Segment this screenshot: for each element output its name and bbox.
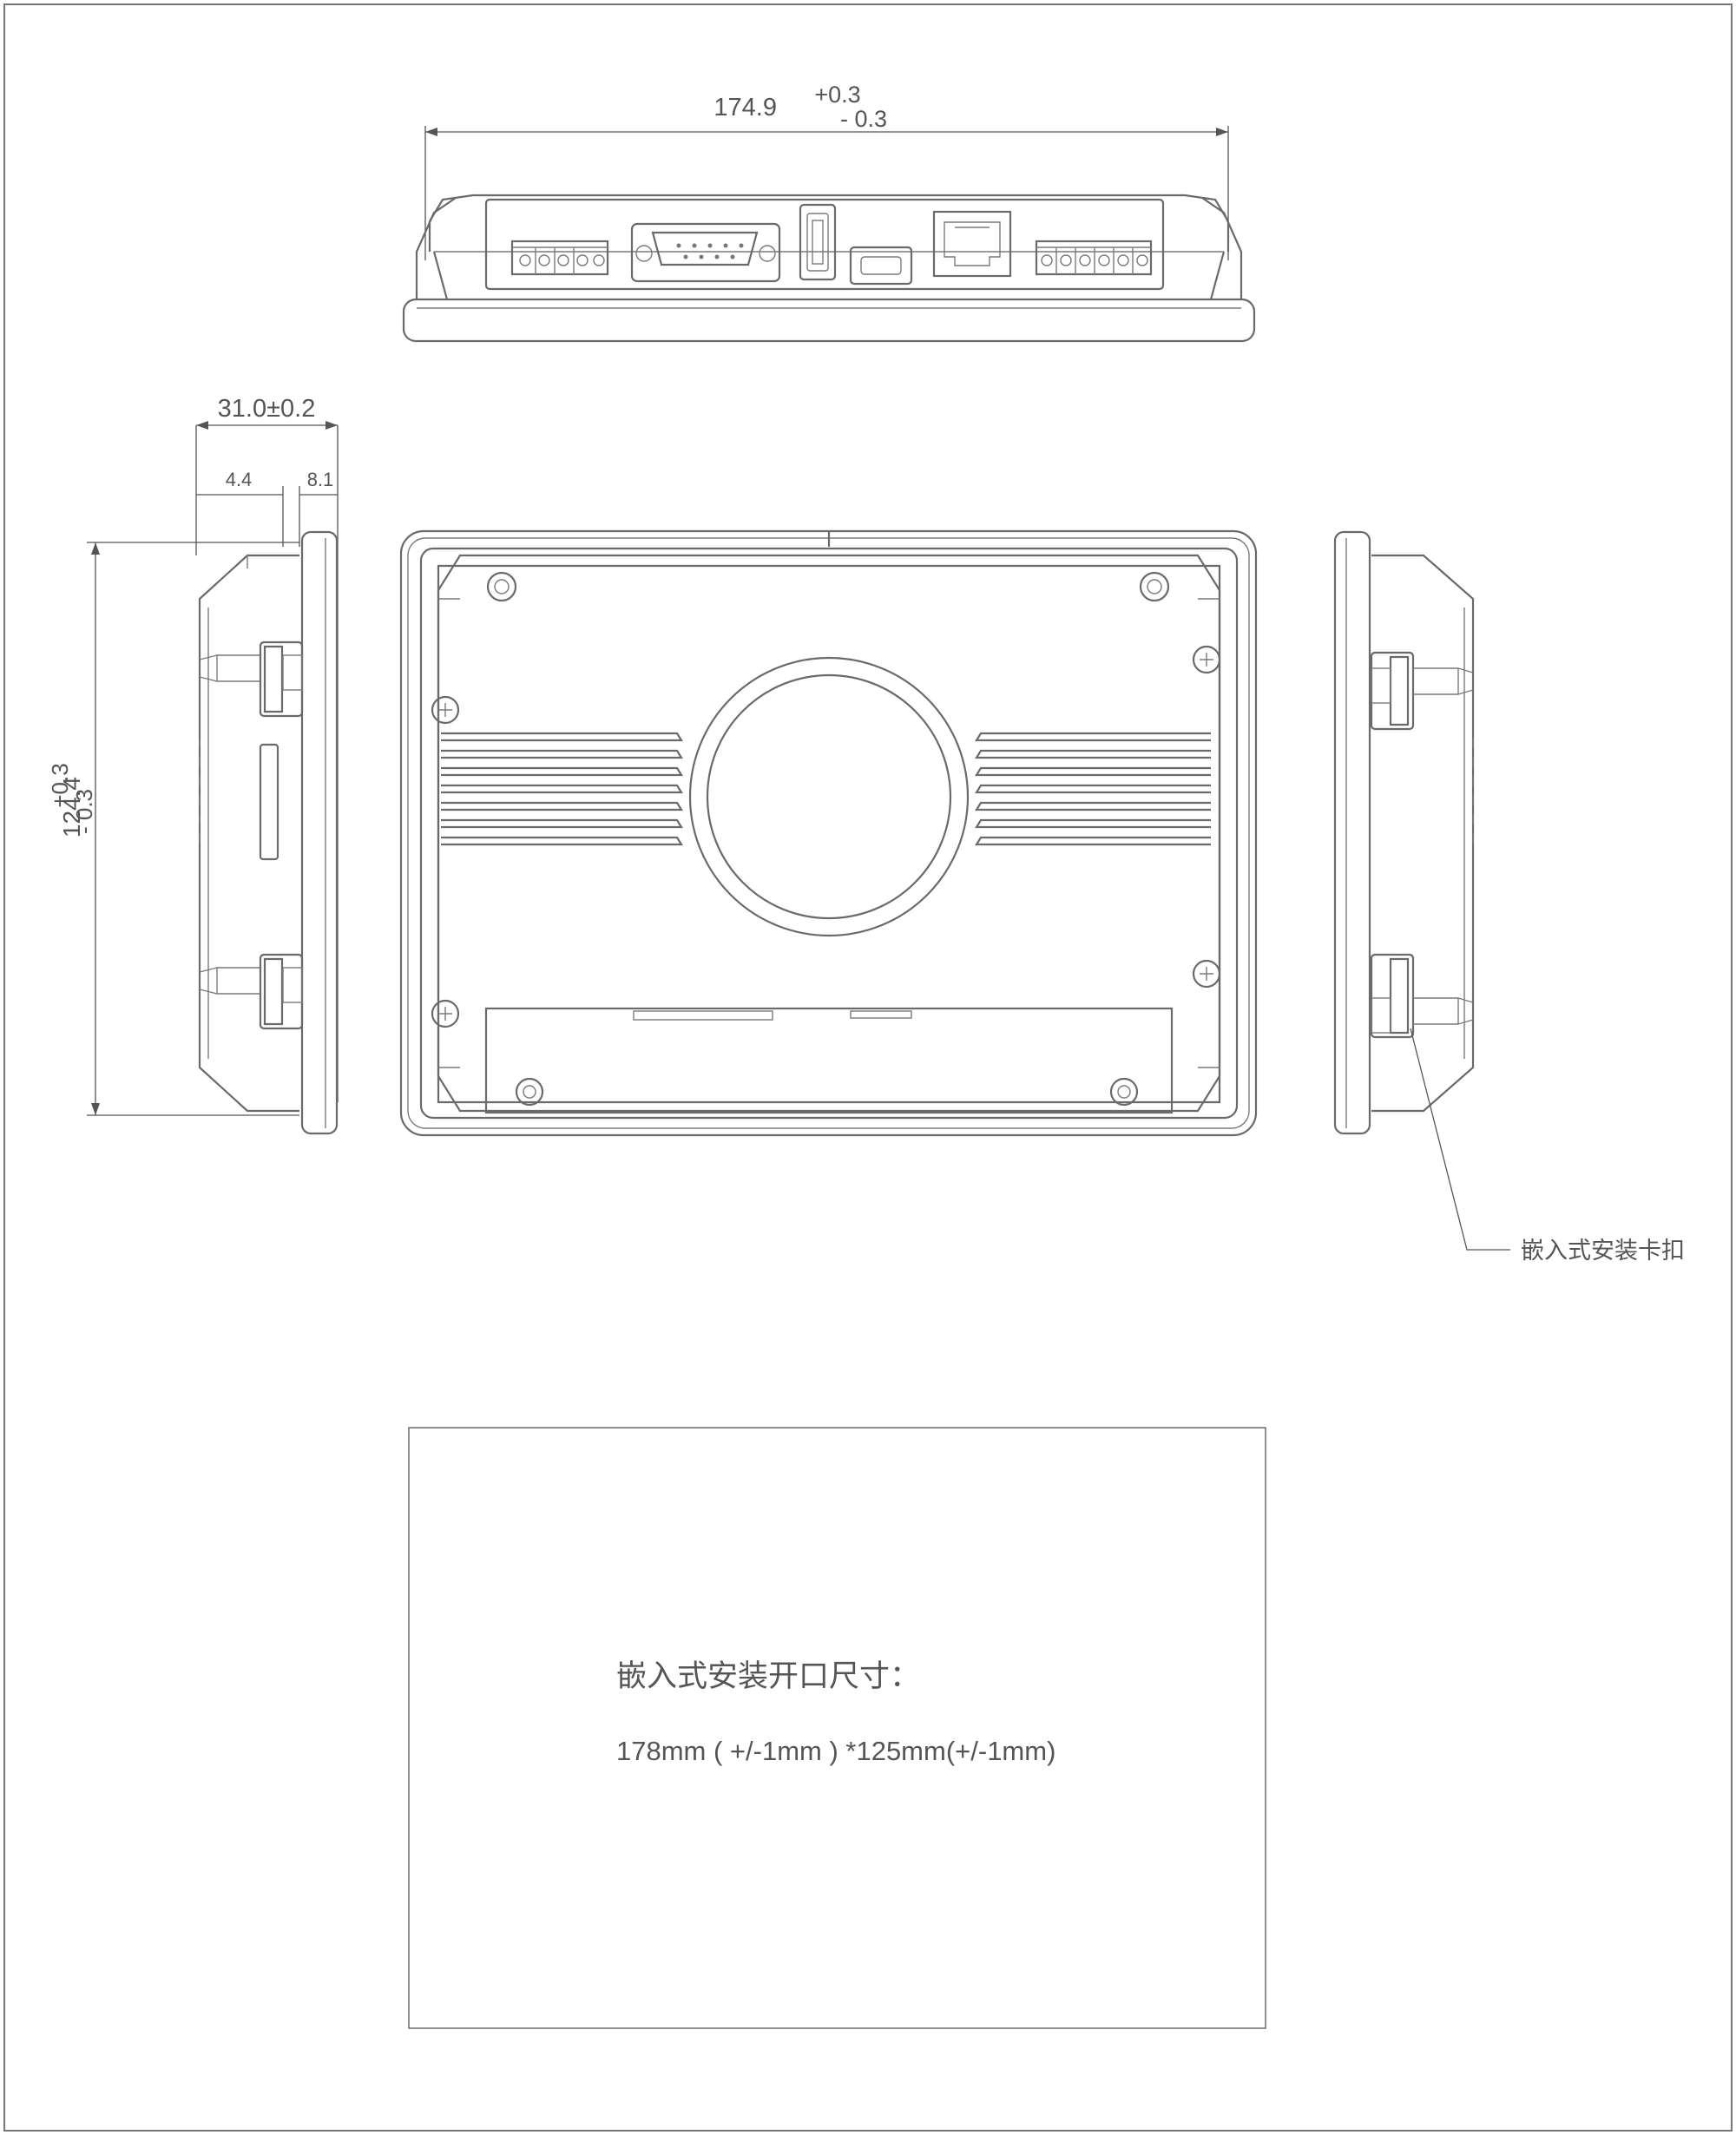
vent-grille-left (441, 732, 683, 846)
rear-view (399, 529, 1258, 1137)
depth-total-dimension: 31.0±0.2 (218, 395, 316, 423)
mounting-clip-right-lower (1370, 953, 1474, 1039)
screw-left-upper (431, 695, 460, 725)
bottom-connector-panel (484, 1007, 1174, 1114)
mounting-clip-label: 嵌入式安装卡扣 (1521, 1238, 1685, 1265)
drawing-frame (3, 3, 1733, 2132)
usb-a-port (799, 203, 837, 281)
height-dimension-value: 124.4 (58, 777, 85, 838)
mounting-clip-right-upper (1370, 651, 1474, 731)
terminal-block-6pin (1035, 240, 1153, 276)
terminal-block-3pin (510, 240, 609, 276)
screw-right-upper (1192, 645, 1221, 674)
micro-usb-port (849, 246, 913, 286)
rj45-ethernet-port (932, 210, 1012, 278)
screw-top-right (1139, 571, 1170, 602)
left-side-view: 31.0±0.2 4.4 8.1 124.4 +0.3 - 0.3 (47, 395, 339, 1135)
cutout-box: 嵌入式安装开口尺寸： 178mm ( +/-1mm ) *125mm(+/-1m… (408, 1427, 1266, 2029)
screw-top-left (486, 571, 517, 602)
mounting-clip-left-lower (199, 953, 304, 1030)
screw-left-lower (431, 999, 460, 1028)
screw-right-lower (1192, 959, 1221, 989)
width-tolerance-plus: +0.3 (814, 82, 860, 108)
cutout-title: 嵌入式安装开口尺寸： (616, 1659, 920, 1694)
right-side-view: 嵌入式安装卡扣 (1333, 530, 1685, 1265)
db9-serial-port (630, 222, 781, 283)
vent-grille-right (975, 732, 1211, 846)
width-tolerance-minus: - 0.3 (840, 106, 887, 132)
width-dimension-value: 174.9 (713, 94, 777, 122)
depth-dimension-a: 4.4 (226, 469, 253, 490)
height-tolerance-minus: - 0.3 (71, 789, 97, 834)
height-tolerance-plus: +0.3 (47, 763, 73, 807)
center-boss (688, 656, 970, 937)
mounting-clip-left-upper (199, 640, 304, 718)
cutout-size: 178mm ( +/-1mm ) *125mm(+/-1mm) (616, 1736, 1055, 1766)
top-view: 174.9 +0.3 - 0.3 (402, 82, 1256, 343)
depth-dimension-b: 8.1 (307, 469, 334, 490)
